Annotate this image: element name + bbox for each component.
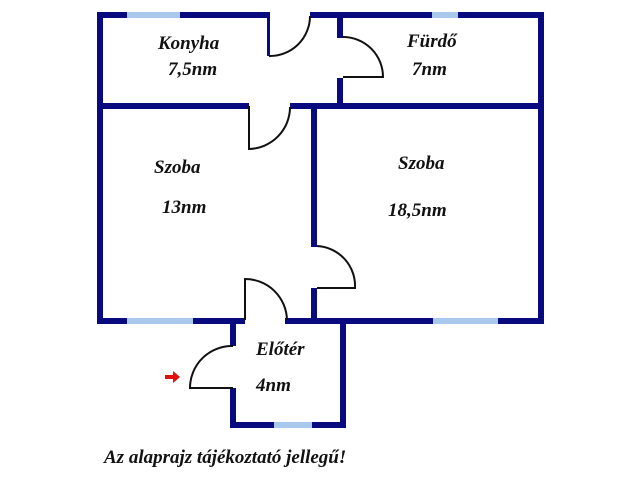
- doors: [188, 15, 385, 389]
- windows: [127, 12, 498, 428]
- room-name-szoba-right: Szoba: [398, 153, 445, 174]
- room-name-szoba-left: Szoba: [154, 157, 201, 178]
- room-area-furdo: 7nm: [412, 59, 447, 80]
- room-area-szoba-left: 13nm: [162, 197, 207, 218]
- room-name-konyha: Konyha: [158, 33, 220, 54]
- room-area-konyha: 7,5nm: [168, 59, 218, 80]
- room-name-furdo: Fürdő: [407, 31, 457, 52]
- walls: [97, 12, 544, 428]
- room-area-szoba-right: 18,5nm: [388, 200, 447, 221]
- room-area-eloter: 4nm: [256, 375, 291, 396]
- entrance-arrow-icon: [165, 371, 180, 383]
- room-name-eloter: Előtér: [256, 339, 305, 360]
- disclaimer-note: Az alaprajz tájékoztató jellegű!: [104, 447, 347, 468]
